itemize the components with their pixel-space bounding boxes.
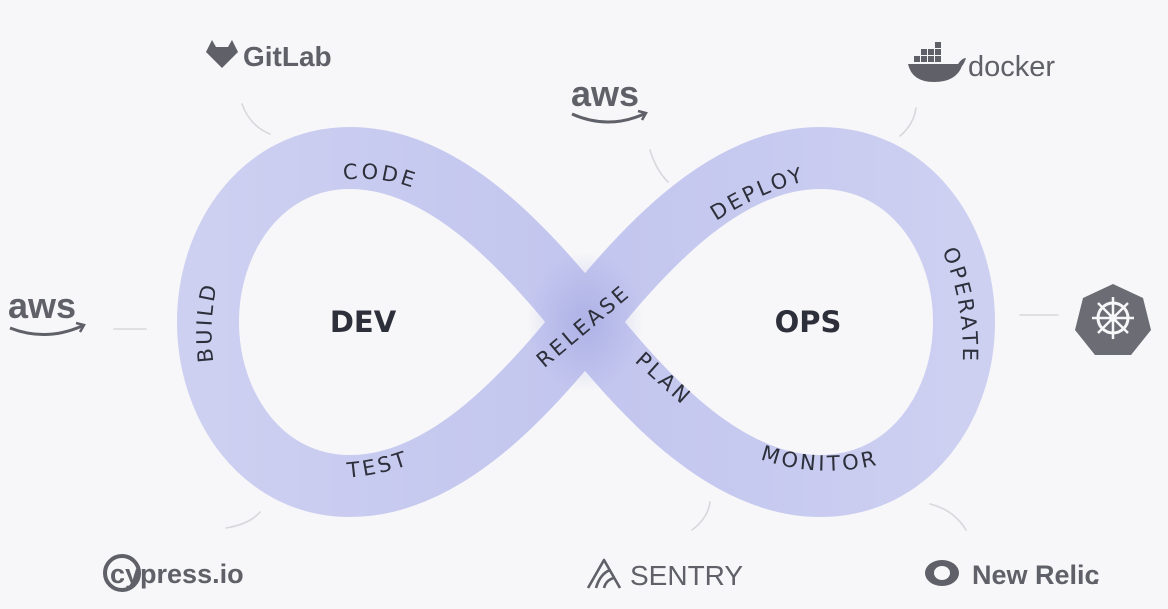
- aws-left-logo: aws: [8, 285, 86, 337]
- newrelic-text: New Relic: [972, 560, 1100, 590]
- connector-docker: [899, 107, 917, 137]
- stage-build: BUILD: [192, 280, 222, 364]
- sentry-text: SENTRY: [630, 560, 743, 591]
- infinity-loop: [177, 127, 995, 517]
- cypress-logo: cypress.io: [103, 554, 244, 592]
- connector-lines: [113, 103, 1059, 531]
- newrelic-mark: .: [1092, 560, 1100, 590]
- ops-label: OPS: [775, 305, 842, 339]
- docker-logo: docker: [908, 42, 1055, 83]
- connector-sentry: [691, 501, 711, 531]
- aws-smile-icon: [9, 324, 83, 337]
- gitlab-logo: GitLab: [206, 40, 332, 72]
- aws-smile-icon: [571, 112, 645, 124]
- docker-text: docker: [968, 51, 1055, 83]
- sentry-icon: [586, 558, 622, 589]
- cypress-text: cypress.io: [110, 559, 244, 589]
- gitlab-fox-icon: [206, 40, 238, 68]
- aws-left-text: aws: [8, 285, 76, 326]
- aws-top-text: aws: [571, 73, 639, 114]
- aws-top-logo: aws: [571, 73, 648, 124]
- sentry-logo: SENTRY: [586, 558, 743, 591]
- gitlab-text: GitLab: [243, 41, 332, 72]
- connector-newrelic: [929, 503, 967, 531]
- newrelic-logo: New Relic .: [925, 560, 1100, 590]
- connector-aws-top: [649, 149, 669, 183]
- kubernetes-logo: [1075, 284, 1151, 355]
- connector-cypress: [225, 511, 261, 529]
- connector-gitlab: [241, 103, 271, 135]
- dev-label: DEV: [330, 305, 397, 339]
- docker-whale-icon: [908, 42, 966, 82]
